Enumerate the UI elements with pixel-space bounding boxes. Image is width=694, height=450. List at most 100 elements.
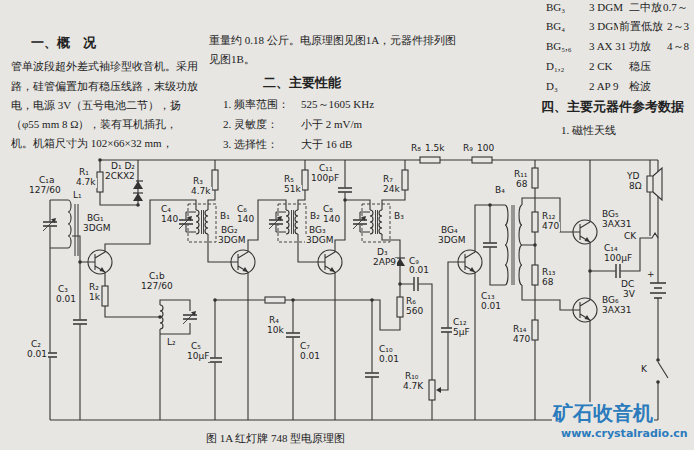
- part-label: C₆: [236, 205, 248, 215]
- part-label: 470: [541, 222, 560, 232]
- wiper-arrow: [436, 387, 441, 393]
- capacitor-symbol: [73, 320, 87, 325]
- part-label: R₃: [192, 177, 204, 187]
- trimmer-capacitor: [269, 216, 283, 229]
- body-text: 重量约 0.18 公斤。电原理图见图1A，元器件排列图: [208, 34, 457, 46]
- part-label: BG₁: [86, 214, 105, 224]
- part-label: 100: [476, 144, 495, 154]
- part-label: 140: [236, 215, 255, 225]
- table-cell: 二中放: [628, 1, 663, 13]
- part-label: 100μF: [603, 254, 633, 264]
- table-cell: D₃: [545, 80, 559, 92]
- switch-symbol: [658, 362, 668, 378]
- table-cell: 2 CK: [588, 60, 614, 72]
- variable-capacitor: [43, 218, 57, 231]
- capacitor-symbol: [616, 264, 621, 278]
- section-heading: 四、主要元器件参考数据: [540, 100, 685, 114]
- resistor-symbol: [302, 170, 308, 190]
- part-label: R₄: [268, 316, 280, 326]
- part-label: R₆: [405, 297, 417, 307]
- resistor-symbol: [532, 212, 538, 232]
- table-cell: BG₃: [545, 1, 566, 13]
- part-label: R₁₀: [404, 372, 419, 382]
- figure-caption: 图 1A 红灯牌 748 型电原理图: [205, 432, 346, 444]
- part-label: 127/60: [140, 282, 174, 292]
- part-label: 51k: [283, 185, 302, 195]
- battery-symbol: [650, 283, 666, 298]
- resistor-symbol: [397, 297, 403, 317]
- part-label: 3AX31: [601, 220, 633, 230]
- switch-contact: [656, 380, 660, 384]
- transistor-symbol: [84, 246, 112, 278]
- part-label: L₁: [72, 191, 83, 201]
- table-cell: 2～3: [666, 20, 690, 32]
- part-label: B₁: [219, 212, 231, 222]
- table-cell: 4～8: [666, 40, 690, 52]
- part-label: 1.5k: [424, 144, 446, 154]
- part-label: R₁₄: [512, 325, 527, 335]
- part-label: R₂: [88, 283, 100, 293]
- ferrite-rod: [75, 204, 78, 256]
- part-label: R₁₂: [541, 212, 556, 222]
- part-label: 3DGM: [305, 236, 334, 246]
- part-label: 3AX31: [601, 306, 633, 316]
- coil-symbol: [505, 205, 508, 285]
- transistor-symbol: [227, 246, 255, 278]
- part-label: R₁₃: [541, 268, 556, 278]
- trimmer-capacitor: [353, 216, 367, 229]
- part-label: B₂: [309, 212, 321, 222]
- capacitor-symbol: [286, 333, 300, 338]
- trimmer-capacitor: [179, 216, 193, 229]
- part-label: 140: [160, 215, 179, 225]
- capacitor-symbol: [338, 188, 352, 193]
- part-label: 100pF: [310, 174, 340, 184]
- part-label: 0.01: [299, 352, 321, 362]
- body-text: 路，硅管偏置加有稳压线路，末级功放: [10, 80, 199, 92]
- table-cell: 稳压: [628, 60, 652, 72]
- table-cell: BG₄: [545, 20, 566, 32]
- part-label: 0.01: [55, 295, 77, 305]
- resistor-symbol: [532, 168, 538, 188]
- section-heading: 二、主要性能: [262, 76, 342, 90]
- table-cell: BG₅,₆: [545, 40, 573, 52]
- part-label: 4.7k: [75, 178, 97, 188]
- part-label: K: [640, 365, 648, 375]
- part-label: YD: [626, 172, 640, 182]
- part-label: R₉: [462, 144, 474, 154]
- part-label: 10μF: [186, 352, 210, 362]
- part-label: 1k: [88, 293, 101, 303]
- part-label: C₁₂: [452, 318, 468, 328]
- part-label: L₂: [166, 338, 177, 348]
- transistor-symbol: [314, 246, 342, 278]
- part-label: 0.01: [408, 266, 430, 276]
- part-label: D₃: [376, 248, 389, 258]
- coil-symbol: [196, 210, 199, 234]
- part-label: 5μF: [452, 328, 471, 338]
- part-label: 140: [322, 215, 341, 225]
- body-text: 机。机箱尺寸为 102×66×32 mm，: [10, 137, 174, 149]
- part-label: BG₃: [308, 226, 327, 236]
- switch-contact: [656, 358, 660, 362]
- part-label: R₅: [283, 175, 295, 185]
- part-label: C₄: [160, 205, 172, 215]
- part-label: C₅: [190, 342, 202, 352]
- coil-symbol: [379, 210, 382, 234]
- part-label: +: [646, 270, 656, 280]
- capacitor-symbol: [365, 373, 379, 378]
- resistor-symbol: [97, 172, 103, 192]
- part-label: C₂: [30, 340, 42, 350]
- part-label: C₁₀: [378, 345, 394, 355]
- resistor-symbol: [472, 157, 492, 163]
- part-label: C₁₁: [318, 164, 334, 174]
- body-text: 3. 选择性：: [222, 138, 279, 150]
- part-label: 24k: [382, 185, 401, 195]
- body-text: 电，电源 3V（五号电池二节），扬: [10, 99, 182, 111]
- part-label: 2AP9: [372, 258, 397, 268]
- part-label: B₃: [393, 212, 405, 222]
- coil-symbol: [295, 210, 298, 234]
- table-cell: 3 AX 31: [588, 40, 627, 52]
- resistor-symbol: [212, 170, 218, 190]
- table-cell: 功放: [628, 40, 652, 52]
- section-heading: 一、概 况: [30, 36, 97, 50]
